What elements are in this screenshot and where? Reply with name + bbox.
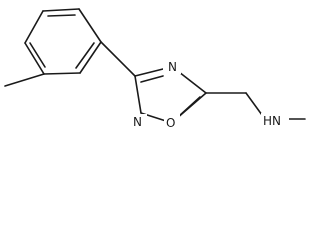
oxadiazole-ring (134, 68, 207, 122)
atom-label-o: O (166, 116, 175, 130)
bond-ring-5 (24, 42, 45, 75)
bond-oxadiazole-2 (178, 71, 207, 94)
benzene-ring (24, 8, 102, 75)
bond-ring-double-1 (47, 14, 76, 17)
bond-ring-4 (43, 72, 81, 75)
bond-side-chain-2 (245, 92, 263, 116)
atom-label-n-top: N (168, 60, 177, 74)
atom-label-hn: HN (263, 114, 281, 128)
molecule-canvas: N N O HN (4, 8, 306, 130)
bond-oxadiazole-double-2 (177, 96, 201, 118)
bond-methyl (4, 73, 45, 87)
molecule-structure: N N O HN (4, 8, 306, 130)
bond-ring-double-2 (75, 42, 95, 69)
atom-label-n-bottom: N (133, 115, 142, 129)
bond-ring-6 (24, 10, 44, 44)
bond-oxadiazole-double-1 (140, 75, 164, 83)
bond-oxadiazole-5 (134, 75, 142, 114)
bond-ring-1 (42, 8, 80, 12)
bond-ring-3 (79, 41, 102, 74)
bond-aryl-heteroaryl (100, 41, 136, 77)
bond-ring-2 (78, 8, 102, 43)
bond-ring-double-3 (29, 42, 46, 68)
bond-oxadiazole-1 (134, 68, 164, 77)
